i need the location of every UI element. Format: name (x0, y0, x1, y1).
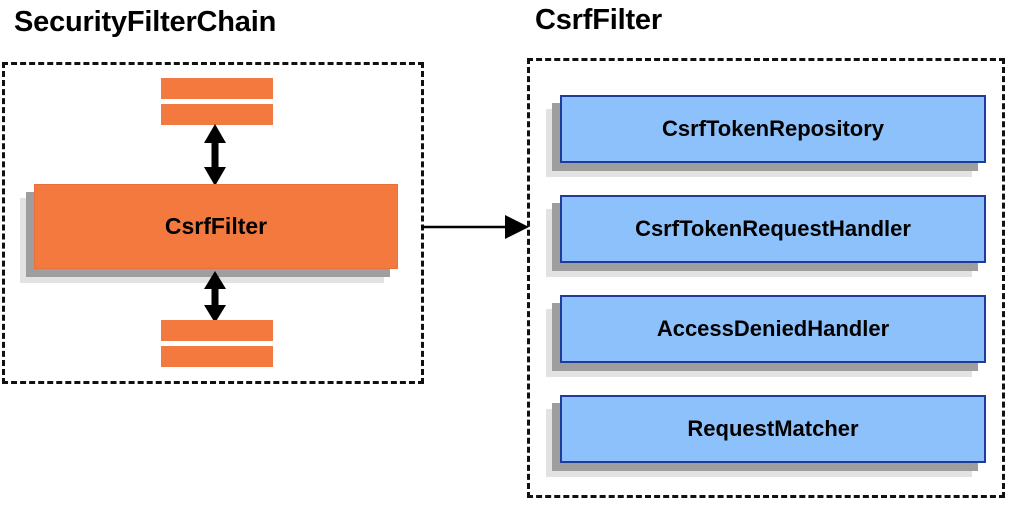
node-access-denied-handler[interactable]: AccessDeniedHandler (546, 295, 986, 377)
node-label: RequestMatcher (687, 416, 859, 441)
node-face: CsrfTokenRequestHandler (560, 195, 986, 263)
node-face: CsrfFilter (34, 184, 398, 269)
node-csrf-token-request-handler[interactable]: CsrfTokenRequestHandler (546, 195, 986, 277)
node-csrf-filter[interactable]: CsrfFilter (20, 184, 398, 283)
csrf-filter-detail-container (527, 58, 1005, 498)
node-request-matcher[interactable]: RequestMatcher (546, 395, 986, 477)
node-label: CsrfTokenRepository (661, 116, 885, 141)
right-panel-title: CsrfFilter (535, 4, 662, 36)
left-panel-title: SecurityFilterChain (14, 6, 277, 38)
node-face: RequestMatcher (560, 395, 986, 463)
filter-strip-below-2 (161, 346, 273, 367)
filter-strip-above-1 (161, 78, 273, 99)
expands-to-arrow (421, 215, 529, 239)
filter-strip-below-1 (161, 320, 273, 341)
node-label: AccessDeniedHandler (656, 316, 890, 341)
node-csrf-token-repository[interactable]: CsrfTokenRepository (546, 95, 986, 177)
vertical-double-arrow-above (204, 124, 226, 186)
filter-strip-above-2 (161, 104, 273, 125)
node-face: AccessDeniedHandler (560, 295, 986, 363)
node-label: CsrfTokenRequestHandler (635, 216, 911, 241)
node-label: CsrfFilter (164, 213, 268, 239)
vertical-double-arrow-below (204, 271, 226, 323)
node-face: CsrfTokenRepository (560, 95, 986, 163)
security-filter-chain-container (2, 62, 424, 384)
